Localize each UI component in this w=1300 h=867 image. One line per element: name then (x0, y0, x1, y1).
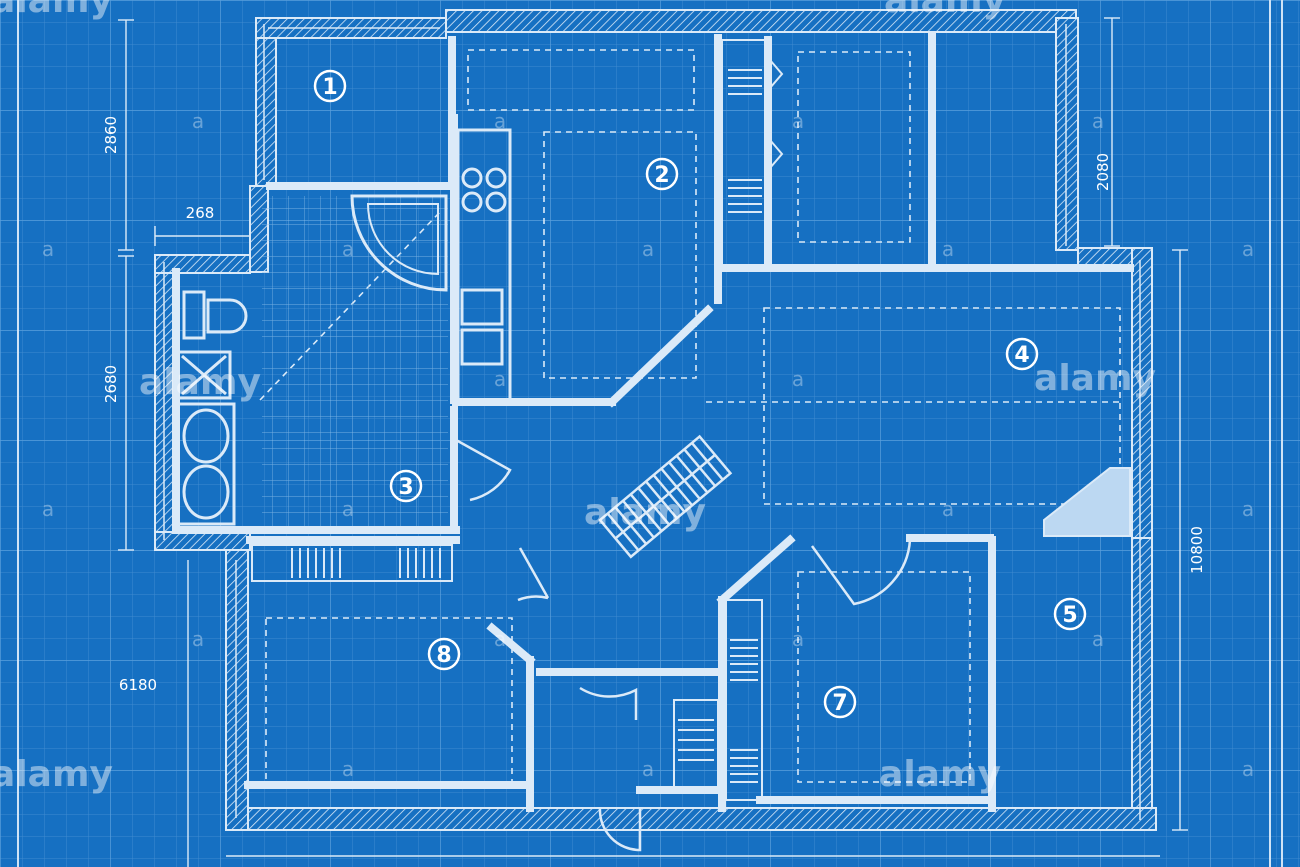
exterior-walls (154, 9, 1157, 831)
svg-text:a: a (792, 109, 804, 133)
svg-text:4: 4 (1014, 343, 1029, 368)
room-badge-3: 3 (389, 469, 423, 503)
wardrobe-room8 (251, 544, 453, 582)
svg-text:3: 3 (398, 475, 413, 500)
dim-left-bottom: 6180 (119, 676, 157, 694)
watermark-marks: a a a a a a a a a a a a a a a a a a a a … (42, 109, 1254, 781)
svg-text:a: a (42, 237, 54, 261)
kitchen-counter (456, 128, 512, 402)
room-badge-7: 7 (823, 685, 857, 719)
svg-text:7: 7 (832, 691, 847, 716)
svg-text:a: a (1242, 757, 1254, 781)
dim-horizontal-top: 268 (186, 204, 215, 222)
watermark-logo: alamy (1034, 358, 1156, 399)
svg-text:2: 2 (654, 163, 669, 188)
watermark-logo: alamy (0, 754, 113, 795)
furniture-dashed (259, 49, 1121, 789)
watermark-logo: alamy (0, 0, 113, 21)
svg-text:a: a (192, 109, 204, 133)
wardrobe-room7 (673, 599, 763, 801)
svg-text:a: a (942, 237, 954, 261)
bathroom-fixtures (176, 290, 248, 526)
watermark-logo: alamy (879, 754, 1001, 795)
dim-right-top: 2080 (1094, 153, 1112, 191)
dimension-lines (118, 17, 1188, 867)
svg-text:a: a (192, 627, 204, 651)
room-badge-1: 1 (313, 69, 347, 103)
dim-left-mid: 2680 (102, 365, 120, 403)
watermark-logo: alamy (884, 0, 1006, 21)
room-badge-5: 5 (1053, 597, 1087, 631)
svg-text:a: a (1092, 627, 1104, 651)
svg-text:a: a (642, 237, 654, 261)
svg-text:a: a (494, 109, 506, 133)
svg-text:a: a (1242, 497, 1254, 521)
svg-text:a: a (494, 367, 506, 391)
frame-lines (17, 0, 1283, 867)
svg-text:a: a (792, 627, 804, 651)
watermark-logos: alamy alamy alamy alamy alamy alamy alam… (0, 0, 1156, 795)
watermark-logo: alamy (139, 362, 261, 403)
svg-text:a: a (1092, 109, 1104, 133)
svg-text:a: a (42, 497, 54, 521)
svg-text:8: 8 (436, 643, 451, 668)
svg-text:1: 1 (322, 75, 337, 100)
svg-text:a: a (494, 627, 506, 651)
svg-text:a: a (792, 367, 804, 391)
interior-walls (172, 32, 1134, 812)
watermark-logo: alamy (584, 492, 706, 533)
svg-text:a: a (1242, 237, 1254, 261)
door-swings (455, 438, 912, 852)
svg-text:a: a (342, 757, 354, 781)
room-badge-2: 2 (645, 157, 679, 191)
fireplace-icon (1043, 467, 1131, 537)
svg-text:a: a (342, 237, 354, 261)
wardrobe-top (721, 39, 784, 267)
svg-text:a: a (342, 497, 354, 521)
dim-right-bottom: 10800 (1188, 526, 1206, 574)
bathroom-tiles (262, 196, 448, 526)
svg-text:a: a (942, 497, 954, 521)
room-badge-4: 4 (1005, 337, 1039, 371)
dim-left-top: 2860 (102, 116, 120, 154)
staircase (598, 434, 733, 559)
room-badge-8: 8 (427, 637, 461, 671)
svg-text:a: a (642, 757, 654, 781)
svg-text:5: 5 (1062, 603, 1077, 628)
shower-icon (350, 194, 448, 292)
window-lines (163, 24, 1141, 820)
